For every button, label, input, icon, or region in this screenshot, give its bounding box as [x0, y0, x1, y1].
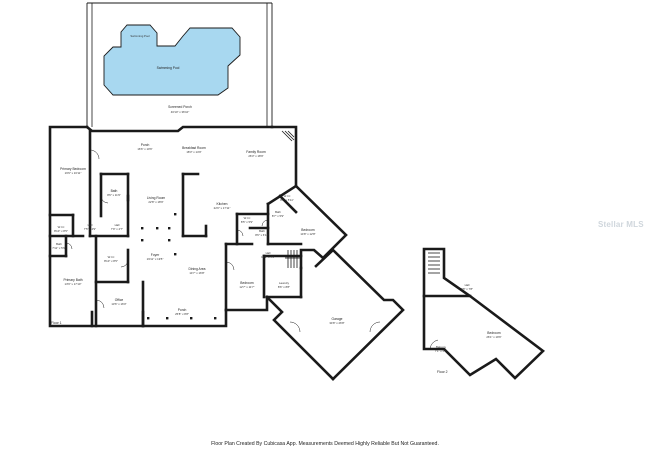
- foyer-size: 19'11" x 19'5": [147, 257, 164, 261]
- hall-a-size: 7'5" x 4'9": [84, 227, 96, 231]
- screened-porch-frame: [86, 2, 273, 127]
- laundry-size: 8'6" x 8'8": [278, 285, 290, 289]
- footer-disclaimer: Floor Plan Created By Cubicasa App. Meas…: [211, 441, 439, 447]
- wic-c-label: W.I.C: [58, 225, 65, 229]
- bath-a-label: Bath: [111, 189, 118, 193]
- swimming-pool-shape: [103, 24, 241, 96]
- wic-c-size: 8'10" x 8'5": [54, 229, 68, 233]
- living-room-size: 22'8" x 18'9": [148, 200, 163, 204]
- primary-bedroom-label: Primary Bedroom: [60, 167, 86, 171]
- laundry-label: Laundry: [279, 281, 290, 285]
- bedroom-up-label: Bedroom: [487, 331, 501, 335]
- porch-back-size: 16'6" x 10'6": [137, 147, 152, 151]
- dining-area-size: 14'7" x 16'8": [189, 271, 204, 275]
- garage-size: 34'8" x 26'8": [329, 321, 344, 325]
- wic-a-size: 8'5" x 5'11": [280, 198, 294, 202]
- wic-b-size: 8'5" x 5'9": [241, 220, 253, 224]
- foyer-label: Foyer: [151, 253, 160, 257]
- hall-c-label: Hall: [266, 251, 271, 255]
- bedroom-a-size: 14'8" x 12'8": [300, 232, 315, 236]
- porch-back-label: Porch: [141, 143, 150, 147]
- breakfast-room-label: Breakfast Room: [182, 146, 206, 150]
- bath-d-label: Bath: [56, 242, 62, 246]
- bath-b-size: 8'7" x 5'9": [272, 214, 284, 218]
- bath-d-size: 7'11" x 5'9": [52, 246, 66, 250]
- bath-c-label: Bath: [259, 229, 265, 233]
- pool-small-label: Swimming Pool: [130, 34, 150, 38]
- pool-fill: [103, 24, 241, 96]
- wic-a-label: W.I.C: [284, 194, 291, 198]
- wic-bottom-size: 8'10" x 8'5": [104, 259, 118, 263]
- columns: [141, 213, 217, 320]
- porch-front-size: 25'8" x 8'8": [175, 312, 189, 316]
- bedroom-b-label: Bedroom: [240, 281, 254, 285]
- balcony-label: Balcony: [436, 345, 447, 349]
- floor2-walls: [422, 247, 545, 380]
- kitchen-label: Kitchen: [217, 202, 228, 206]
- fireplace-detail: [281, 130, 295, 142]
- screened-porch-label: Screened Porch: [168, 105, 192, 109]
- bedroom-a-label: Bedroom: [301, 228, 315, 232]
- porch-front-label: Porch: [178, 308, 187, 312]
- pool-label: Swimming Pool: [157, 66, 180, 70]
- family-room-size: 26'3" x 18'9": [248, 154, 263, 158]
- primary-bedroom-size: 16'9" x 16'11": [65, 171, 82, 175]
- hall-up-size: 9'8" x 7'8": [461, 287, 473, 291]
- primary-bath-size: 13'6" x 17'10": [65, 282, 82, 286]
- primary-bath-label: Primary Bath: [63, 278, 82, 282]
- door-swings: [65, 149, 381, 333]
- hall-c-size: 12'1" x 4'9": [261, 255, 275, 259]
- floor1-interior-walls: [48, 129, 303, 328]
- bedroom-b-size: 12'7" x 11'7": [239, 285, 254, 289]
- room-labels: Swimming Pool Swimming Pool Screened Por…: [52, 34, 501, 353]
- kitchen-size: 22'0" x 17'11": [214, 206, 231, 210]
- bedroom-up-size: 26'1" x 19'6": [486, 335, 501, 339]
- family-room-label: Family Room: [246, 150, 266, 154]
- watermark: Stellar MLS: [598, 220, 644, 229]
- wic-b-label: W.I.C: [244, 216, 251, 220]
- bath-c-size: 8'6" x 6'11": [255, 233, 269, 237]
- hall-b-label: Hall: [115, 223, 120, 227]
- garage-label: Garage: [332, 317, 343, 321]
- screened-porch-size: 46'10" x 36'10": [171, 110, 189, 114]
- office-size: 13'6" x 16'0": [111, 302, 126, 306]
- bath-b-label: Bath: [275, 210, 281, 214]
- floor1-exterior-walls: [48, 125, 405, 381]
- hall-up-label: Hall: [465, 283, 470, 287]
- floor2-tag: Floor 2: [437, 370, 448, 374]
- balcony-size: 7'1" x 5'1": [435, 349, 447, 353]
- wic-bottom-label: W.I.C: [108, 255, 115, 259]
- breakfast-room-size: 18'3" x 14'9": [186, 150, 201, 154]
- office-label: Office: [115, 298, 124, 302]
- dining-area-label: Dining Area: [188, 267, 205, 271]
- bath-a-size: 8'6" x 11'9": [107, 193, 121, 197]
- floor1-tag: Floor 1: [51, 321, 62, 325]
- hall-b-size: 7'9" x 4'7": [111, 227, 123, 231]
- stairs-floor1: [285, 250, 301, 268]
- living-room-label: Living Room: [147, 196, 166, 200]
- hall-a-label: Hall: [88, 223, 93, 227]
